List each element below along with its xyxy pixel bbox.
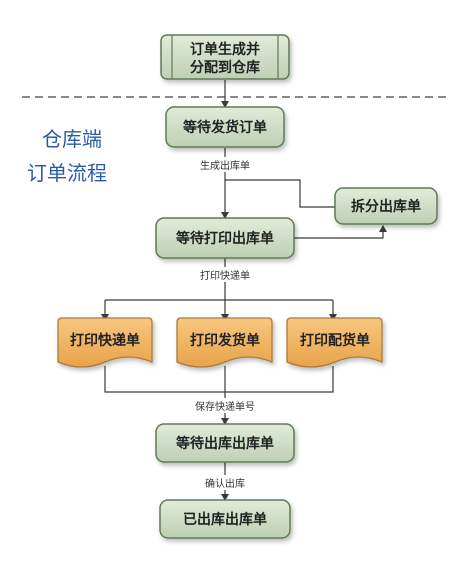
edge-label-print-express: 打印快递单 <box>200 269 250 282</box>
edge-label-generate-outbound: 生成出库单 <box>200 159 250 172</box>
node-order-created-line-2: 分配到仓库 <box>190 59 260 76</box>
node-await-ship-order-label: 等待发货订单 <box>183 119 267 136</box>
node-await-outbound-label: 等待出库出库单 <box>176 435 274 452</box>
edge-label-confirm-outbound: 确认出库 <box>205 477 245 490</box>
side-title-line-2: 订单流程 <box>27 161 107 185</box>
node-outbound-done-label: 已出库出库单 <box>183 511 267 528</box>
side-title-line-1: 仓库端 <box>42 127 102 151</box>
node-order-created <box>160 34 290 80</box>
node-print-invoice <box>176 317 273 368</box>
node-await-ship-order <box>165 106 285 148</box>
node-print-express-label: 打印快递单 <box>70 332 140 349</box>
node-await-outbound <box>155 423 295 463</box>
node-print-picking <box>286 317 383 368</box>
node-outbound-done <box>159 499 291 539</box>
edge-picking-merge <box>225 366 334 393</box>
node-print-express <box>57 317 153 368</box>
edge-label-generate-outbound-group: 生成出库单 <box>186 157 264 172</box>
edge-label-save-tracking-group: 保存快递单号 <box>183 398 267 413</box>
node-split-outbound-label: 拆分出库单 <box>351 198 421 215</box>
node-await-print-outbound <box>155 217 295 259</box>
edge-await-print-to-split <box>293 225 387 239</box>
edge-split-back <box>225 179 335 208</box>
edge-express-merge <box>104 366 225 393</box>
edge-label-print-express-group: 打印快递单 <box>191 267 259 282</box>
edge-label-save-tracking: 保存快递单号 <box>195 400 255 413</box>
node-print-picking-label: 打印配货单 <box>300 332 370 349</box>
node-split-outbound <box>334 187 438 225</box>
node-order-created-line-1: 订单生成并 <box>190 41 260 58</box>
node-print-invoice-label: 打印发货单 <box>190 332 260 349</box>
edge-label-confirm-outbound-group: 确认出库 <box>194 475 256 490</box>
node-await-print-outbound-label: 等待打印出库单 <box>176 230 274 247</box>
